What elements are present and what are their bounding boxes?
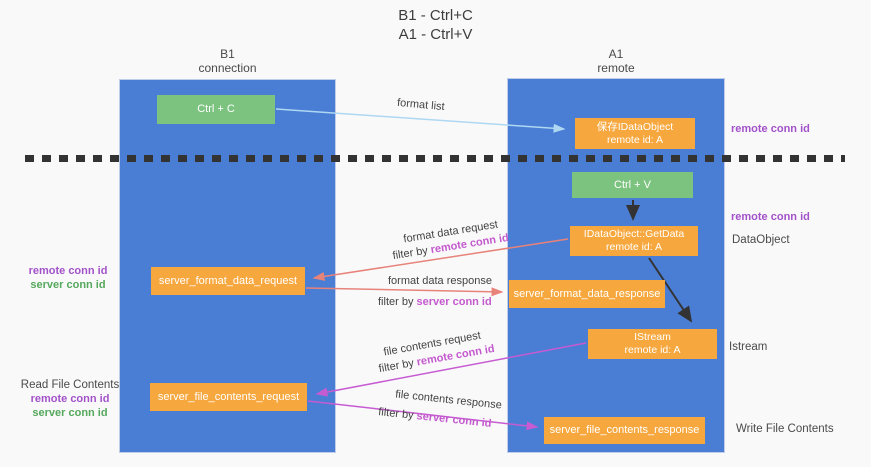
node-server-format-data-response: server_format_data_response bbox=[509, 280, 665, 308]
title-line-1: B1 - Ctrl+C bbox=[398, 7, 473, 24]
session-divider-dashed-line bbox=[25, 155, 845, 162]
filter-key-server-conn-id: server conn id bbox=[415, 410, 493, 430]
annotation-remote-conn-id-left: remote conn id bbox=[28, 265, 108, 277]
lane-b1-name: B1 bbox=[220, 47, 235, 61]
node-save-idataobject-line2: remote id: A bbox=[606, 133, 664, 146]
node-server-file-contents-request-label: server_file_contents_request bbox=[157, 390, 300, 403]
lane-b1-subtitle: connection bbox=[198, 61, 257, 75]
filter-key-server-conn-id: server conn id bbox=[416, 296, 492, 308]
flow-filter-file-contents-response: filter by server conn id bbox=[378, 406, 492, 430]
node-save-idataobject: 保存IDataObject remote id: A bbox=[575, 118, 695, 149]
filter-prefix: filter by bbox=[378, 296, 417, 308]
node-server-format-data-request-label: server_format_data_request bbox=[158, 274, 298, 287]
filter-prefix: filter by bbox=[391, 244, 432, 263]
annotation-group-file-ids: Read File Contents remote conn id server… bbox=[14, 378, 126, 420]
annotation-server-conn-id-left-bottom: server conn id bbox=[32, 407, 108, 419]
node-server-format-data-request: server_format_data_request bbox=[151, 267, 305, 295]
annotation-group-format-ids: remote conn id server conn id bbox=[18, 264, 118, 292]
title-line-2: A1 - Ctrl+V bbox=[398, 26, 473, 43]
node-save-idataobject-line1: 保存IDataObject bbox=[596, 120, 674, 133]
node-ctrl-v: Ctrl + V bbox=[572, 172, 693, 198]
node-ctrl-c-label: Ctrl + C bbox=[197, 103, 235, 115]
annotation-dataobject: DataObject bbox=[732, 234, 790, 246]
node-ctrl-c: Ctrl + C bbox=[157, 95, 275, 124]
flow-label-file-contents-response: file contents response bbox=[394, 388, 503, 412]
node-server-format-data-response-label: server_format_data_response bbox=[513, 287, 661, 300]
annotation-server-conn-id-left: server conn id bbox=[30, 279, 106, 291]
node-ctrl-v-label: Ctrl + V bbox=[614, 178, 651, 191]
lane-a1-name: A1 bbox=[608, 47, 624, 61]
flow-filter-format-data-response: filter by server conn id bbox=[378, 296, 492, 308]
node-getdata-line1: IDataObject::GetData bbox=[583, 228, 685, 240]
node-getdata-line2: remote id: A bbox=[605, 241, 663, 253]
filter-prefix: filter by bbox=[377, 356, 418, 376]
node-server-file-contents-response-label: server_file_contents_response bbox=[549, 424, 700, 436]
annotation-write-file-contents: Write File Contents bbox=[736, 423, 834, 435]
node-istream: IStream remote id: A bbox=[588, 329, 717, 359]
filter-prefix: filter by bbox=[377, 406, 418, 423]
lane-header-a1: A1 remote bbox=[507, 47, 725, 75]
flow-label-format-list: format list bbox=[396, 96, 446, 114]
node-server-file-contents-response: server_file_contents_response bbox=[544, 417, 705, 444]
node-server-file-contents-request: server_file_contents_request bbox=[150, 383, 307, 411]
flow-label-format-data-response: format data response bbox=[388, 275, 492, 287]
node-istream-line1: IStream bbox=[634, 331, 671, 343]
diagram-title: B1 - Ctrl+C A1 - Ctrl+V bbox=[0, 6, 871, 44]
annotation-remote-conn-id-left-bottom: remote conn id bbox=[30, 393, 110, 405]
node-istream-line2: remote id: A bbox=[624, 344, 681, 356]
lane-a1-subtitle: remote bbox=[597, 61, 635, 75]
annotation-read-file-contents: Read File Contents bbox=[20, 379, 120, 391]
annotation-remote-conn-id-mid: remote conn id bbox=[731, 211, 810, 223]
node-idataobject-getdata: IDataObject::GetData remote id: A bbox=[570, 226, 698, 256]
annotation-remote-conn-id-top: remote conn id bbox=[731, 123, 810, 135]
lane-header-b1: B1 connection bbox=[119, 47, 336, 75]
annotation-istream: Istream bbox=[729, 341, 768, 353]
